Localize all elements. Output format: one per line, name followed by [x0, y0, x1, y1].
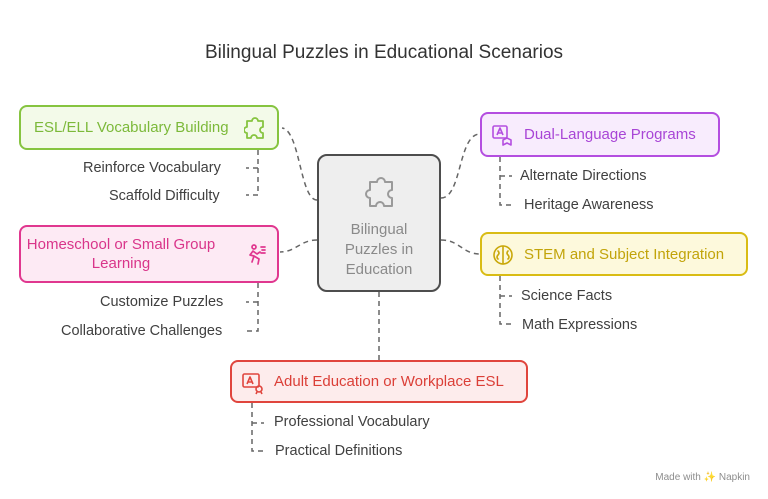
translate-screen-icon	[242, 373, 263, 395]
item-collaborative-challenges: Collaborative Challenges	[61, 323, 223, 339]
bracket-stem	[499, 276, 512, 325]
item-practical-definitions: Practical Definitions	[275, 443, 403, 459]
puzzle-icon	[244, 117, 264, 139]
item-science-facts: Science Facts	[521, 288, 613, 304]
bracket-esl	[246, 150, 259, 196]
node-dual-language: Dual-Language Programs	[480, 112, 720, 157]
bracket-homeschool	[246, 283, 259, 332]
central-topic-box: Bilingual Puzzles in Education	[317, 154, 441, 292]
running-figure-icon	[249, 244, 266, 265]
napkin-watermark: Made with ✨ Napkin	[655, 472, 750, 483]
item-scaffold-difficulty: Scaffold Difficulty	[109, 188, 220, 204]
bracket-adult	[251, 403, 264, 452]
puzzle-icon	[365, 177, 393, 207]
node-homeschool-label: Homeschool or Small Group Learning	[26, 236, 216, 272]
node-homeschool: Homeschool or Small Group Learning	[19, 225, 279, 283]
central-topic-label: Bilingual Puzzles in Education	[344, 221, 414, 278]
connector-stem	[440, 239, 481, 255]
node-stem-label: STEM and Subject Integration	[524, 245, 725, 263]
diagram-title: Bilingual Puzzles in Educational Scenari…	[204, 42, 564, 63]
node-dual-language-label: Dual-Language Programs	[524, 126, 696, 143]
node-adult-education-label: Adult Education or Workplace ESL	[274, 373, 504, 390]
node-adult-education: Adult Education or Workplace ESL	[230, 360, 528, 403]
item-alternate-directions: Alternate Directions	[520, 168, 647, 184]
item-heritage-awareness: Heritage Awareness	[524, 197, 654, 213]
translate-book-icon	[492, 125, 512, 146]
node-stem-integration: STEM and Subject Integration	[480, 232, 748, 276]
item-professional-vocabulary: Professional Vocabulary	[274, 414, 430, 430]
item-math-expressions: Math Expressions	[522, 317, 638, 333]
node-esl-label: ESL/ELL Vocabulary Building	[34, 119, 229, 136]
connector-dual	[440, 133, 481, 199]
node-esl-vocabulary: ESL/ELL Vocabulary Building	[19, 105, 279, 150]
bracket-dual	[499, 157, 512, 206]
item-reinforce-vocabulary: Reinforce Vocabulary	[83, 160, 221, 176]
item-customize-puzzles: Customize Puzzles	[100, 294, 224, 310]
connector-esl	[281, 127, 318, 201]
brain-icon	[493, 245, 513, 265]
connector-homeschool	[279, 239, 318, 253]
